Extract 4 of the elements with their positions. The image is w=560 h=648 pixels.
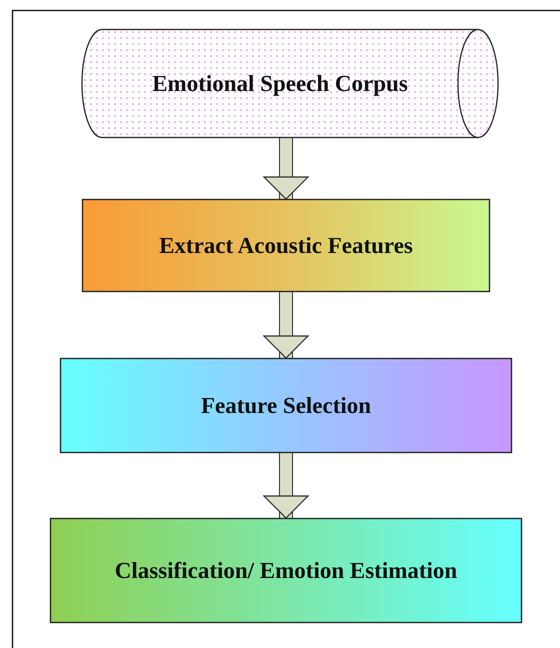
node-label: Extract Acoustic Features	[159, 232, 413, 260]
node-label: Emotional Speech Corpus	[152, 70, 408, 98]
node-label: Classification/ Emotion Estimation	[114, 556, 458, 584]
node-label: Feature Selection	[200, 392, 372, 420]
